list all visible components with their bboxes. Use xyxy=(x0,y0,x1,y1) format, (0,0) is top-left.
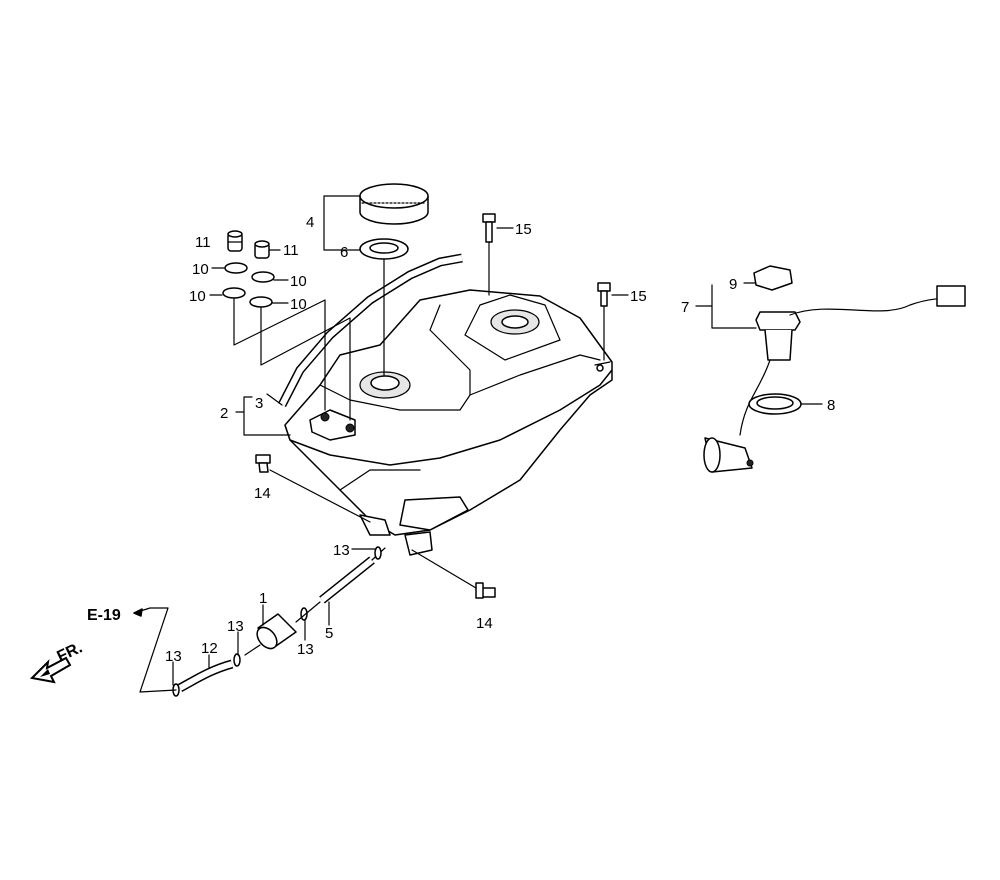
callout-5: 5 xyxy=(325,625,333,642)
callout-14b: 14 xyxy=(476,615,493,632)
front-label: FR. xyxy=(55,639,86,665)
callout-10d: 10 xyxy=(290,296,307,313)
fuel-unit xyxy=(703,265,966,473)
callout-7: 7 xyxy=(681,299,689,316)
callout-15a: 15 xyxy=(515,221,532,238)
front-arrow-icon xyxy=(29,656,72,684)
cap-seal xyxy=(359,238,409,260)
callout-10b: 10 xyxy=(290,273,307,290)
callout-1: 1 xyxy=(259,590,267,607)
reference-line xyxy=(133,607,177,693)
callout-13d: 13 xyxy=(165,648,182,665)
callout-6: 6 xyxy=(340,244,348,261)
fuel-cap xyxy=(359,183,429,225)
callout-14a: 14 xyxy=(254,485,271,502)
fuel-tank xyxy=(284,289,613,556)
callout-4: 4 xyxy=(306,214,314,231)
callout-10c: 10 xyxy=(189,288,206,305)
fuel-line xyxy=(172,546,386,697)
callout-11a: 11 xyxy=(195,234,211,251)
reference-e19[interactable]: E-19 xyxy=(87,607,121,624)
callout-8: 8 xyxy=(827,397,835,414)
bolts-14 xyxy=(255,454,496,599)
callout-9: 9 xyxy=(729,276,737,293)
callout-13c: 13 xyxy=(297,641,314,658)
callout-10a: 10 xyxy=(192,261,209,278)
callout-13b: 13 xyxy=(227,618,244,635)
bolts-15 xyxy=(482,213,611,361)
callout-2: 2 xyxy=(220,405,228,422)
callout-13a: 13 xyxy=(333,542,350,559)
callout-3: 3 xyxy=(255,395,263,412)
callout-15b: 15 xyxy=(630,288,647,305)
callout-12: 12 xyxy=(201,640,218,657)
callout-11b: 11 xyxy=(283,242,299,259)
